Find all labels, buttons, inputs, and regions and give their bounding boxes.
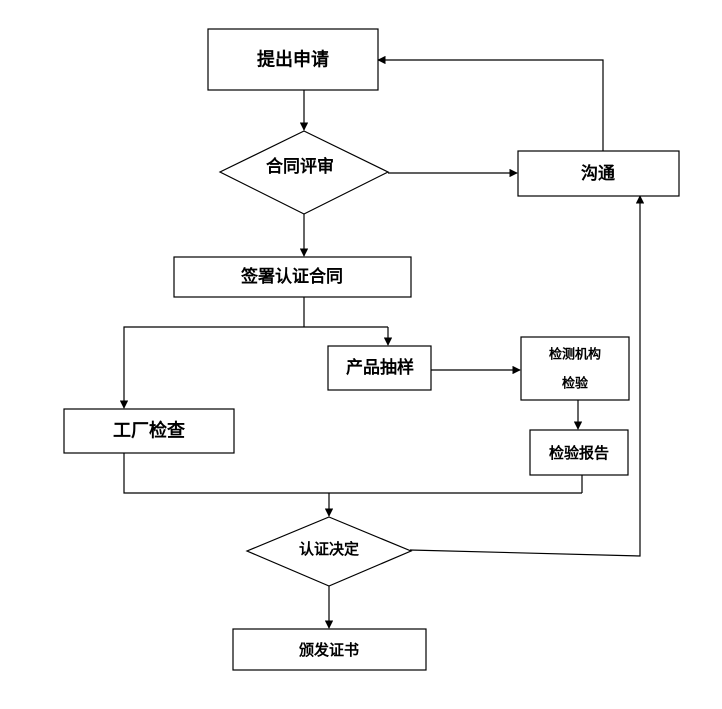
arrow-split-to-factory (119, 326, 388, 409)
connectors (119, 55, 645, 629)
review-diamond (218, 130, 390, 215)
node-communicate: 沟通 (517, 150, 680, 197)
node-certification-decision: 认证决定 (245, 516, 413, 587)
sign-label: 签署认证合同 (240, 266, 343, 287)
issue-box (232, 628, 427, 671)
submit-box (207, 28, 379, 91)
communicate-label: 沟通 (581, 163, 615, 184)
node-product-sampling: 产品抽样 (327, 345, 432, 391)
sampling-box (327, 345, 432, 391)
report-box (529, 429, 629, 476)
lab-label-line1: 检测机构 (549, 347, 601, 363)
arrow-communicate-to-submit (377, 55, 604, 151)
decision-label: 认证决定 (299, 540, 359, 558)
report-label: 检验报告 (549, 444, 609, 462)
submit-label: 提出申请 (257, 49, 329, 71)
node-submit-application: 提出申请 (207, 28, 379, 91)
line-factory-to-merge (123, 453, 582, 494)
communicate-box (517, 150, 680, 197)
issue-label: 颁发证书 (299, 641, 359, 659)
node-testing-lab: 检测机构 检验 (520, 336, 630, 401)
lab-label-line2: 检验 (562, 376, 589, 392)
lab-box (520, 336, 630, 401)
decision-diamond (245, 516, 413, 587)
node-sign-contract: 签署认证合同 (173, 256, 412, 298)
review-label: 合同评审 (266, 156, 334, 177)
node-contract-review: 合同评审 (218, 130, 390, 215)
factory-label: 工厂检查 (113, 420, 185, 442)
node-inspection-report: 检验报告 (529, 429, 629, 476)
node-issue-certificate: 颁发证书 (232, 628, 427, 671)
arrow-decision-to-communicate (409, 195, 645, 557)
sign-box (173, 256, 412, 298)
node-factory-inspection: 工厂检查 (63, 408, 235, 454)
sampling-label: 产品抽样 (346, 357, 414, 378)
factory-box (63, 408, 235, 454)
